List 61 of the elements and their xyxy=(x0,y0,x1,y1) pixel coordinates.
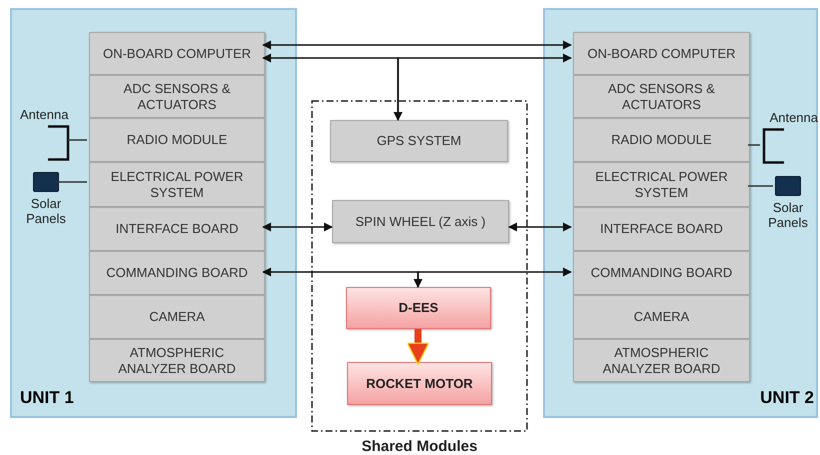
module-box xyxy=(89,295,265,339)
module-label: ON-BOARD COMPUTER xyxy=(586,46,736,62)
module-label: GPS SYSTEM xyxy=(376,133,462,149)
module-box xyxy=(89,75,265,118)
unit-panel xyxy=(10,8,297,418)
module-box xyxy=(573,162,750,207)
arrow xyxy=(508,222,572,232)
module-label: ATMOSPHERIC ANALYZER BOARD xyxy=(117,344,237,376)
connector-line xyxy=(68,139,87,141)
module-label: ELECTRICAL POWER SYSTEM xyxy=(110,168,244,200)
antenna xyxy=(20,107,70,163)
module-label: COMMANDING BOARD xyxy=(105,265,249,281)
module-label: SPIN WHEEL (Z axis ) xyxy=(354,214,487,230)
module-label: CAMERA xyxy=(632,309,690,325)
module-label: ROCKET MOTOR xyxy=(366,374,473,393)
module-box xyxy=(573,118,750,162)
module-box xyxy=(347,362,492,405)
solar-panel-label: Solar Panels xyxy=(25,196,67,226)
connector-line xyxy=(57,181,87,183)
module-box xyxy=(573,75,750,118)
module-box xyxy=(89,251,265,295)
module-box xyxy=(89,32,265,75)
module-label: INTERFACE BOARD xyxy=(599,221,724,237)
arrow xyxy=(406,329,430,365)
module-label: ON-BOARD COMPUTER xyxy=(102,46,252,62)
module-label: CAMERA xyxy=(148,309,206,325)
module-box xyxy=(573,339,750,382)
unit-label: UNIT 1 xyxy=(20,386,74,408)
module-label: INTERFACE BOARD xyxy=(114,221,240,237)
arrow xyxy=(262,222,333,232)
module-label: ELECTRICAL POWER SYSTEM xyxy=(594,168,729,200)
module-label: RADIO MODULE xyxy=(610,132,713,148)
module-label: ATMOSPHERIC ANALYZER BOARD xyxy=(602,344,722,376)
arrow xyxy=(262,40,572,50)
antenna-label: Antenna xyxy=(770,110,818,125)
module-box xyxy=(573,207,750,251)
module-label: RADIO MODULE xyxy=(126,132,228,148)
module-box xyxy=(330,120,508,162)
module-box xyxy=(89,162,265,207)
module-box xyxy=(89,118,265,162)
arrow xyxy=(394,54,572,121)
module-box xyxy=(332,200,509,243)
arrow xyxy=(414,268,572,288)
connector-line xyxy=(748,144,760,146)
solar-panel-label: Solar Panels xyxy=(767,200,809,230)
antenna xyxy=(762,110,818,166)
module-label: ADC SENSORS & ACTUATORS xyxy=(122,80,232,112)
module-box xyxy=(573,32,750,75)
module-box xyxy=(573,295,750,339)
module-label: COMMANDING BOARD xyxy=(590,265,734,281)
antenna-label: Antenna xyxy=(20,107,68,122)
module-box xyxy=(89,207,265,251)
module-box xyxy=(346,287,491,329)
module-box xyxy=(89,339,265,382)
unit-label: UNIT 2 xyxy=(760,386,814,408)
module-label: ADC SENSORS & ACTUATORS xyxy=(607,80,716,112)
module-box xyxy=(573,251,750,295)
module-label: D-EES xyxy=(398,299,438,318)
unit-panel xyxy=(543,8,818,418)
group-title: Shared Modules xyxy=(360,437,478,455)
connector-line xyxy=(748,185,773,187)
